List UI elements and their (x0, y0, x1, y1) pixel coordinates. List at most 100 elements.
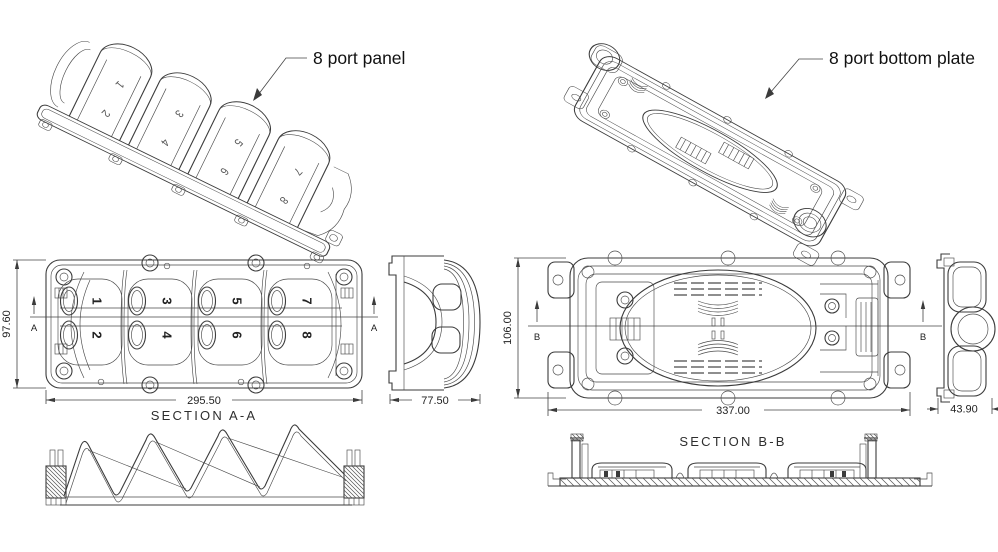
hatch-line (873, 433, 878, 438)
hatch-line (359, 465, 365, 471)
hatch-line (565, 477, 575, 487)
hatch-line (908, 477, 918, 487)
section-marker-a-right: A (371, 323, 378, 334)
hatch-line (570, 436, 576, 442)
hatch-line (691, 477, 701, 487)
iso-port-number-4: 4 (158, 136, 172, 148)
plate-length-dim-text: 337.00 (716, 405, 750, 417)
hatch-line (649, 477, 659, 487)
port-number-3: 3 (160, 297, 175, 304)
hatch-line (880, 477, 890, 487)
hatch-line (628, 477, 638, 487)
port-number-7: 7 (300, 297, 315, 304)
hatch-line (845, 477, 855, 487)
panel-plan-outline (45, 259, 363, 389)
hatch-line (57, 465, 67, 475)
hatch-line (575, 433, 584, 442)
panel-side-holes (431, 283, 462, 354)
panel-side-nested-arcs (443, 259, 481, 389)
plate-side-bottom-block (947, 345, 987, 397)
hatch-line (351, 465, 365, 479)
hatch-line (343, 481, 361, 499)
hatch-line (343, 465, 365, 487)
plate-plan-left-module (595, 281, 655, 375)
hatch-line (768, 477, 778, 487)
bottom-plate-isometric-view (563, 43, 864, 266)
plate-side-view: 43.90 (927, 253, 998, 416)
hatch-line (53, 465, 67, 479)
plate-plan-splice-oval (619, 269, 817, 387)
hatch-line (824, 477, 834, 487)
hatch-line (789, 477, 799, 487)
hatch-line (803, 477, 813, 487)
plate-plan-outline (569, 257, 889, 399)
panel-callout-arrow (253, 88, 262, 101)
hatch-line (726, 477, 736, 487)
panel-iso-humps: 1 2 3 4 5 6 7 8 (68, 43, 331, 228)
hatch-line (887, 477, 897, 487)
hatch-line (775, 477, 785, 487)
panel-plan-end-caps (70, 271, 342, 379)
plate-iso-oval-tray (642, 109, 778, 193)
plate-length-dimension: 337.00 (547, 392, 911, 417)
hatch-line (579, 477, 589, 487)
iso-port-number-6: 6 (217, 165, 231, 177)
hatch-line (740, 477, 750, 487)
hatch-line (838, 477, 848, 487)
hatch-line (579, 433, 584, 438)
hatch-line (852, 477, 862, 487)
hatch-line (343, 493, 349, 499)
hatch-line (796, 477, 806, 487)
panel-iso-bolt-ears (38, 119, 324, 264)
panel-plan-view: 1 2 3 4 5 6 7 8 A A 97.60 (1, 254, 378, 423)
panel-plan-bolts (55, 254, 353, 394)
hatch-line (747, 477, 757, 487)
section-bb-base (547, 472, 933, 487)
plate-side-width-dim-text: 43.90 (950, 404, 978, 416)
hatch-line (677, 477, 687, 487)
plate-iso-posts (599, 77, 821, 226)
bottom-plate-callout-arrow (765, 87, 774, 99)
section-aa-zigzag (63, 424, 347, 504)
panel-side-cutout (403, 275, 443, 371)
section-aa-right-block (343, 449, 365, 506)
hatch-line (859, 477, 869, 487)
hatch-line (586, 477, 596, 487)
panel-height-dimension: 97.60 (1, 259, 46, 389)
hatch-line (614, 477, 624, 487)
plate-plan-edge-bolts (581, 250, 877, 406)
section-marker-b-left: B (534, 332, 540, 343)
hatch-line (45, 473, 67, 495)
hatch-line (45, 465, 67, 487)
hatch-line (607, 477, 617, 487)
hatch-line (865, 433, 874, 442)
hatch-line (45, 481, 63, 499)
hatch-line (810, 477, 820, 487)
hatch-line (45, 469, 67, 491)
panel-plan-bays (57, 269, 333, 385)
hatch-line (869, 433, 878, 442)
plate-plan-right-module (820, 280, 879, 376)
hatch-line (343, 473, 365, 495)
hatch-line (873, 477, 883, 487)
hatch-line (559, 478, 568, 487)
plate-side-flange (936, 253, 950, 403)
section-bb-humps (591, 462, 867, 478)
hatch-line (733, 477, 743, 487)
section-a-cutting-line: A A (30, 296, 378, 334)
plate-plan-corner-tabs (547, 261, 911, 389)
hatch-line (684, 477, 694, 487)
plate-iso-heatsink-blocks (675, 136, 755, 170)
hatch-line (866, 477, 876, 487)
hatch-line (915, 477, 921, 483)
panel-iso-base-rail (36, 104, 331, 264)
hatch-line (761, 477, 771, 487)
panel-side-flange (388, 255, 404, 391)
hatch-line (621, 477, 631, 487)
hatch-line (782, 477, 792, 487)
bottom-plate-callout: 8 port bottom plate (765, 48, 975, 99)
iso-port-number-8: 8 (276, 194, 290, 206)
panel-iso-left-cap (50, 41, 91, 108)
panel-length-dimension: 295.50 (45, 390, 363, 407)
